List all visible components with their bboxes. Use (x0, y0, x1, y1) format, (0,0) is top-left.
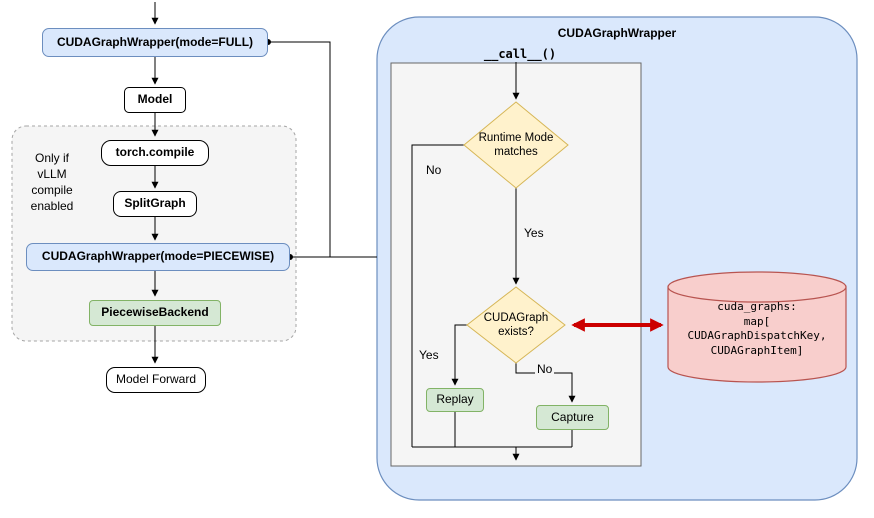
edge-label-no-runtime: No (424, 163, 444, 177)
store-map-line-2: CUDAGraphDispatchKey, (687, 329, 827, 342)
node-model-forward: Model Forward (106, 367, 206, 393)
store-map-line-3: CUDAGraphItem] (710, 343, 804, 357)
runtime-mode-diamond-label: Runtime Mode matches (478, 132, 554, 158)
edge-label-yes-runtime: Yes (522, 226, 546, 240)
cudagraph-exists-diamond-label: CUDAGraph exists? (483, 312, 549, 338)
arrow-exists-yes-to-replay (451, 324, 467, 386)
node-piecewise-backend: PiecewiseBackend (89, 300, 221, 326)
cuda-graphs-store-top (667, 271, 847, 303)
cuda-graphs-store-body (667, 286, 847, 383)
connector-full-wrapper-to-panel (268, 41, 331, 257)
compile-group-caption: Only if vLLM compile enabled (30, 151, 74, 213)
node-cudagraphwrapper-piecewise: CUDAGraphWrapper(mode=PIECEWISE) (26, 243, 290, 271)
node-capture: Capture (536, 405, 609, 430)
call-method-label: __call__() (483, 47, 557, 61)
node-cudagraphwrapper-full: CUDAGraphWrapper(mode=FULL) (42, 28, 268, 57)
cudagraph-exists-diamond (466, 286, 566, 364)
edge-label-no-exists: No (535, 362, 555, 376)
store-title: cuda_graphs: (717, 300, 797, 313)
panel-title: CUDAGraphWrapper (557, 26, 677, 40)
node-replay: Replay (426, 388, 484, 412)
vllm-compile-group (11, 125, 297, 342)
store-map-line-1: map[ (743, 314, 771, 328)
cuda-graphs-store-text: cuda_graphs: map[ CUDAGraphDispatchKey, … (664, 300, 850, 358)
node-torch-compile: torch.compile (101, 140, 209, 166)
node-model: Model (124, 87, 186, 113)
runtime-mode-diamond (463, 101, 569, 189)
edge-label-yes-exists: Yes (417, 348, 441, 362)
node-split-graph: SplitGraph (113, 191, 197, 217)
edge-runtime-no-loop (411, 144, 464, 447)
